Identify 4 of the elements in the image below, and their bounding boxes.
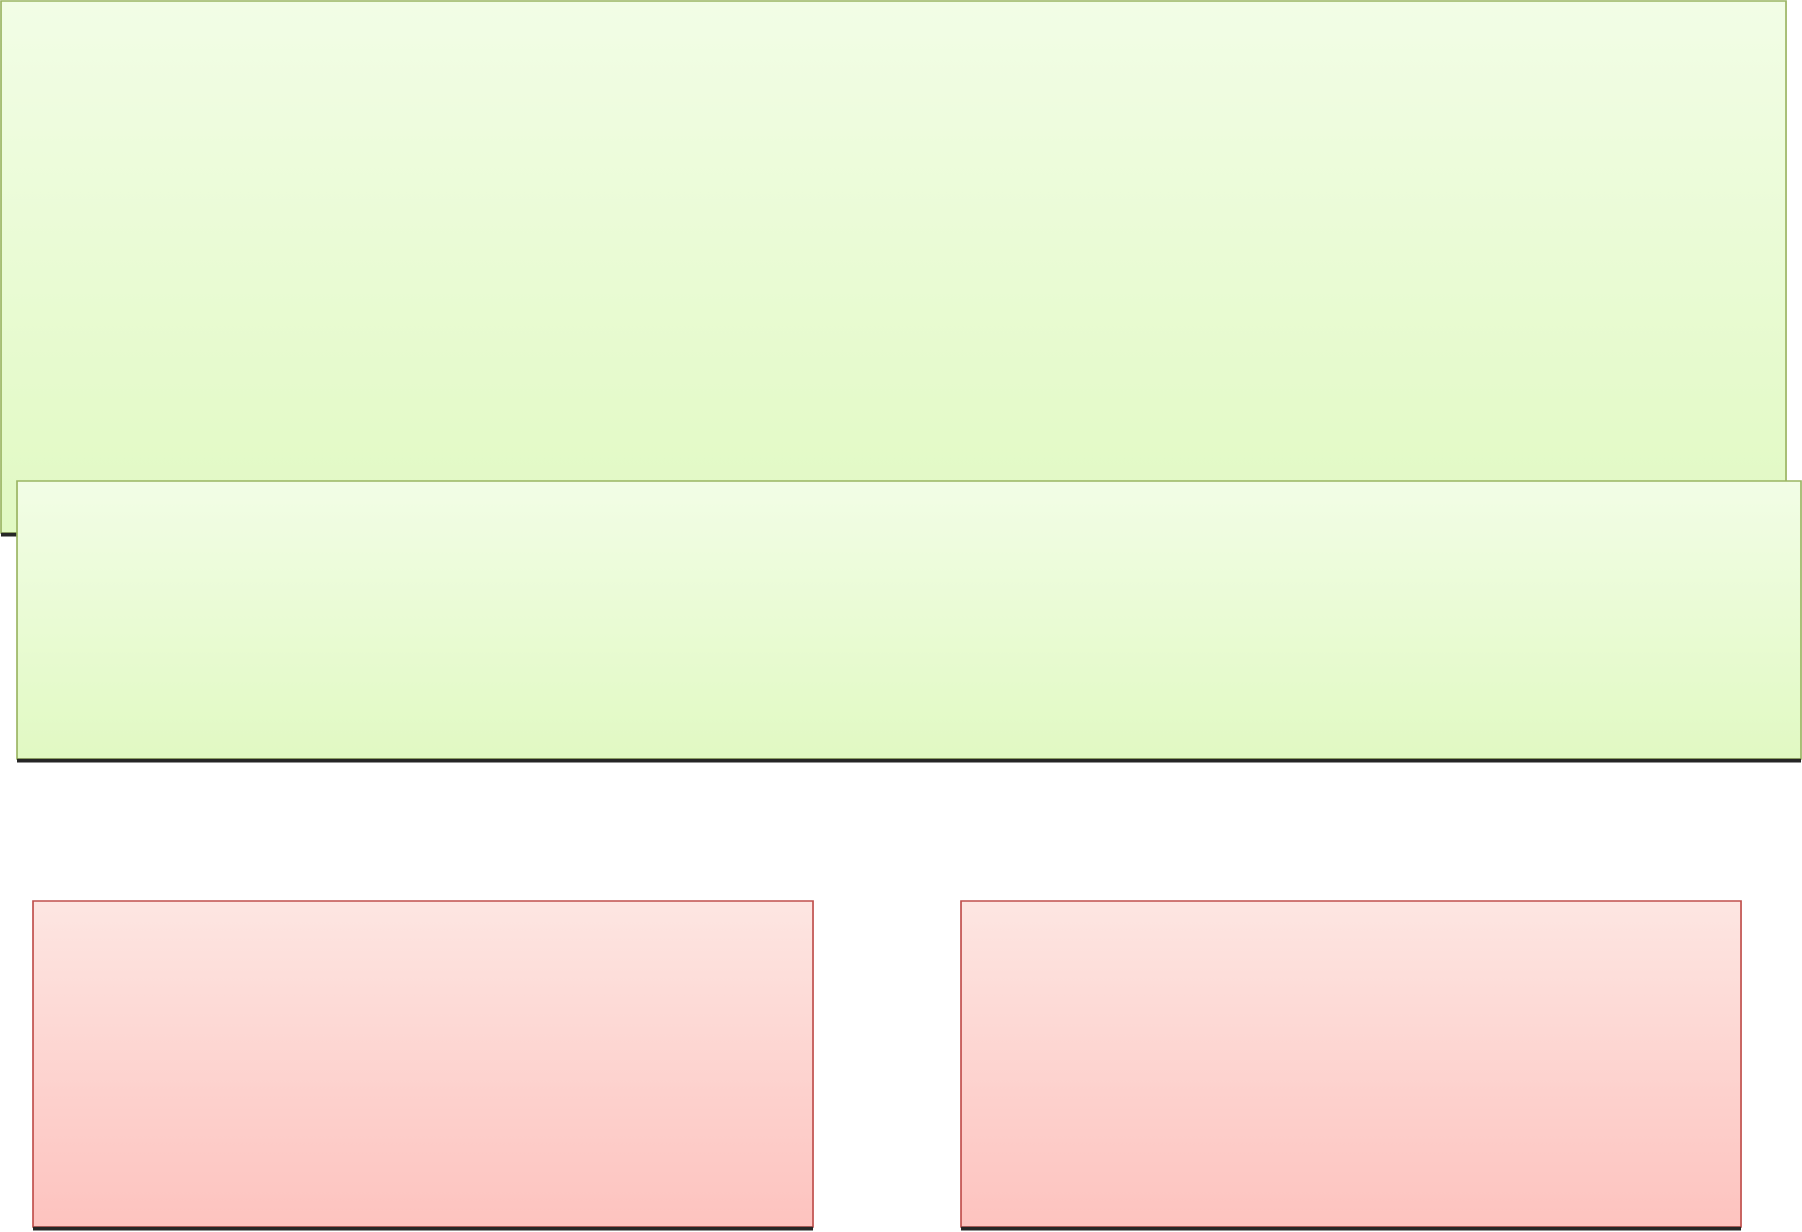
box: [32, 900, 814, 1231]
box: [16, 480, 1802, 763]
box: [960, 900, 1742, 1231]
box: [0, 0, 1787, 537]
